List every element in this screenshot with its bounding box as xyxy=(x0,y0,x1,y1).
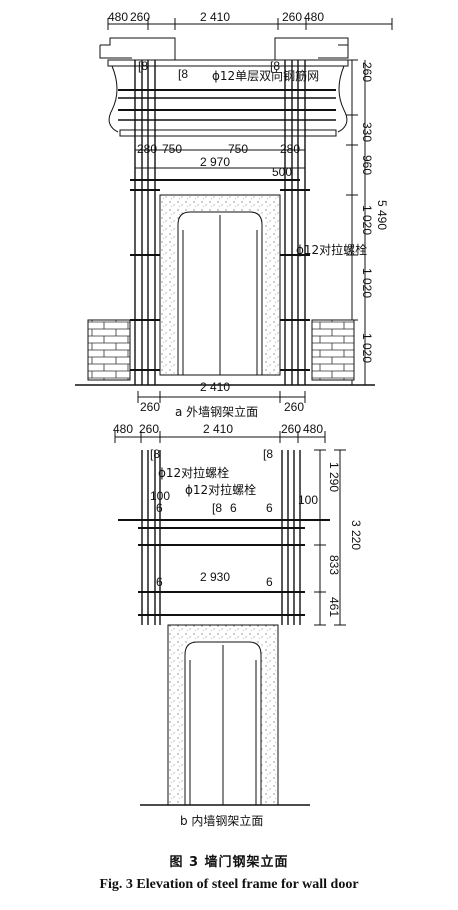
fig-a-channel-mark-2: [8 xyxy=(178,67,188,81)
fig-b-dim-100-left: 100 xyxy=(150,489,170,503)
fig-b-dim-100-right: 100 xyxy=(298,493,318,507)
fig-a-mesh-label: ϕ12单层双向钢筋网 xyxy=(212,68,319,83)
fig-b-section-mark-1: 6 xyxy=(156,501,163,515)
fig-a-right-dim-1: 260 xyxy=(360,62,374,82)
fig-b-section-mark-5: 6 xyxy=(266,575,273,589)
fig-b-channel-mark-2: [8 xyxy=(263,447,273,461)
fig-a-total-height: 5 490 xyxy=(375,200,389,230)
fig-b-top-dim-4: 260 xyxy=(281,422,301,436)
fig-b-channel-mark-3: [8 xyxy=(212,501,222,515)
fig-b-top-dim-2: 260 xyxy=(139,422,159,436)
fig-a-right-dim-4: 1 020 xyxy=(360,205,374,235)
figure-b-labels: 480 260 2 410 260 480 [8 [8 [8 ϕ12对拉螺栓 ϕ… xyxy=(113,422,363,828)
fig-a-channel-mark-3: [8 xyxy=(270,59,280,73)
fig-a-bolt-label: ϕ12对拉螺栓 xyxy=(296,242,367,257)
fig-a-inner-dim-1: 280 xyxy=(137,142,157,156)
fig-a-inner-dim-4: 280 xyxy=(280,142,300,156)
fig-a-channel-mark-1: [8 xyxy=(138,59,148,73)
fig-b-right-dim-3: 461 xyxy=(327,597,341,617)
fig-b-top-dim-3: 2 410 xyxy=(203,422,233,436)
fig-a-top-dim-3: 2 410 xyxy=(200,10,230,24)
figure-caption-english: Fig. 3 Elevation of steel frame for wall… xyxy=(99,877,359,892)
fig-b-top-dim-1: 480 xyxy=(113,422,133,436)
fig-a-top-dim-5: 480 xyxy=(304,10,324,24)
fig-a-caption: a 外墙钢架立面 xyxy=(175,404,258,419)
fig-a-right-dim-6: 1 020 xyxy=(360,333,374,363)
fig-b-right-dim-1: 1 290 xyxy=(327,462,341,492)
fig-a-bottom-dim-3: 260 xyxy=(284,400,304,414)
fig-a-right-dim-5: 1 020 xyxy=(360,268,374,298)
fig-a-span-dim: 2 970 xyxy=(200,155,230,169)
fig-a-top-dim-1: 480 xyxy=(108,10,128,24)
figure-b-interior-elevation xyxy=(114,431,346,806)
fig-a-right-dim-2: 330 xyxy=(360,122,374,142)
fig-b-section-mark-3: 6 xyxy=(266,501,273,515)
fig-a-bottom-dim-1: 260 xyxy=(140,400,160,414)
fig-a-right-dim-3: 960 xyxy=(360,155,374,175)
figure-a-labels: 480 260 2 410 260 480 [8 [8 [8 ϕ12单层双向钢筋… xyxy=(108,10,389,419)
fig-b-span-dim: 2 930 xyxy=(200,570,230,584)
fig-b-channel-mark-1: [8 xyxy=(150,447,160,461)
figure-caption-chinese: 图 3 墙门钢架立面 xyxy=(169,855,289,870)
fig-b-right-dim-2: 833 xyxy=(327,555,341,575)
fig-a-inner-dim-2: 750 xyxy=(162,142,182,156)
fig-b-section-mark-4: 6 xyxy=(156,575,163,589)
fig-b-top-dim-5: 480 xyxy=(303,422,323,436)
figure-a-exterior-elevation xyxy=(75,18,393,403)
fig-b-total-height: 3 220 xyxy=(349,520,363,550)
fig-b-section-mark-2: 6 xyxy=(230,501,237,515)
fig-a-small-dim: 500 xyxy=(272,165,292,179)
fig-b-bolt-label-2: ϕ12对拉螺栓 xyxy=(185,482,256,497)
fig-a-top-dim-2: 260 xyxy=(130,10,150,24)
fig-b-caption: b 内墙钢架立面 xyxy=(180,813,263,828)
fig-a-bottom-dim-2: 2 410 xyxy=(200,380,230,394)
fig-a-inner-dim-3: 750 xyxy=(228,142,248,156)
fig-a-top-dim-4: 260 xyxy=(282,10,302,24)
fig-b-bolt-label-1: ϕ12对拉螺栓 xyxy=(158,465,229,480)
